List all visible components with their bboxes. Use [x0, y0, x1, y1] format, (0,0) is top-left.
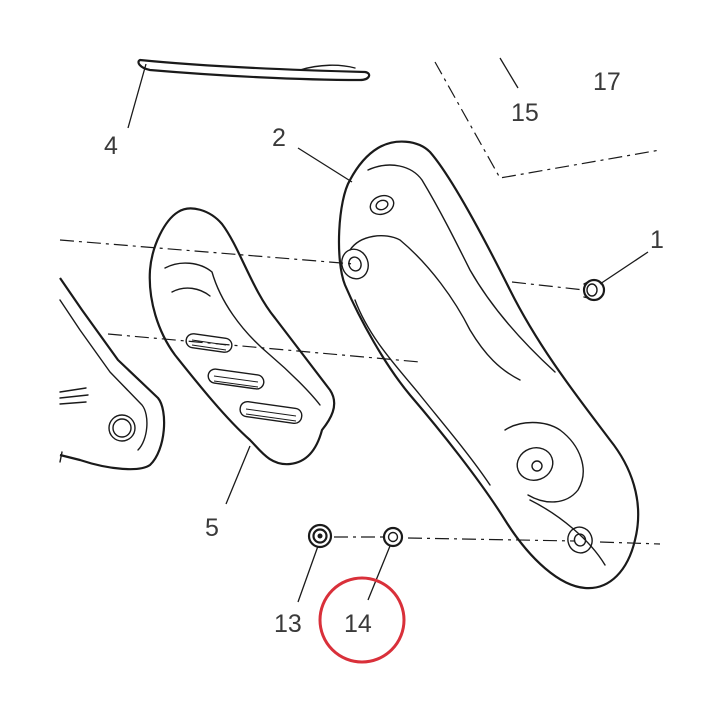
highlight-circle	[318, 576, 406, 664]
callout-labels: 4 2 15 17 1 5 13 14	[104, 68, 664, 638]
part-14-washer	[382, 526, 404, 548]
frame-outline-lines	[434, 61, 661, 179]
callout-5: 5	[205, 514, 219, 542]
left-bracket-part	[59, 277, 166, 471]
part-5-damper-pad	[148, 207, 336, 466]
part-2-heat-shield	[337, 140, 640, 590]
callout-4: 4	[104, 132, 118, 160]
part-1-screw	[582, 278, 606, 302]
callout-17: 17	[593, 68, 621, 96]
callout-13: 13	[274, 610, 302, 638]
callout-1: 1	[650, 226, 664, 254]
part-4-strip	[137, 58, 371, 82]
assembly-axis-lines	[59, 239, 661, 545]
heat-shield-mount-hole-left	[341, 248, 369, 280]
heat-shield-mount-hole-bottom	[567, 526, 593, 554]
callout-14: 14	[344, 610, 372, 638]
heat-shield-screw-hole-top	[369, 194, 395, 216]
callout-15: 15	[511, 99, 539, 127]
callout-2: 2	[272, 124, 286, 152]
leader-lines	[127, 57, 649, 603]
damper-slot-3	[239, 400, 303, 425]
heat-shield-mount-hole-mid	[516, 447, 554, 481]
damper-slot-2	[207, 368, 265, 390]
part-13-nut	[307, 523, 333, 549]
